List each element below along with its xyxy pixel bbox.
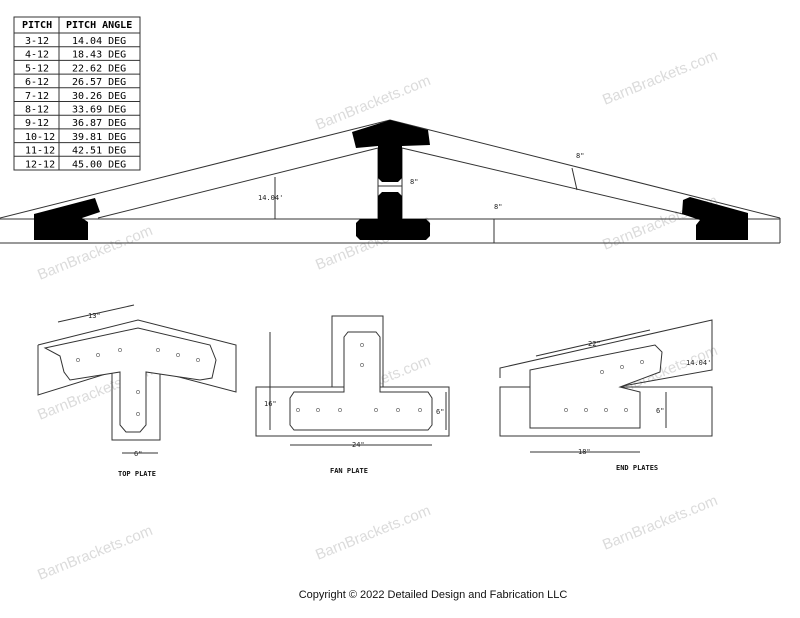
- pitch-cell: 3-12: [25, 36, 49, 47]
- bolt-hole: [374, 408, 378, 412]
- watermark: BarnBrackets.com: [600, 47, 720, 109]
- pitch-cell: 4-12: [25, 50, 49, 61]
- end-plate-bottom-dim: 18": [578, 448, 591, 456]
- bolt-hole: [118, 348, 122, 352]
- bolt-hole: [360, 343, 364, 347]
- pitch-cell: 11-12: [25, 146, 55, 157]
- top-plate-detail: 13" 6" TOP PLATE: [37, 304, 237, 478]
- pitch-angle-cell: 36.87 DEG: [72, 118, 126, 129]
- truss: 14.04' 8" 8" 8": [0, 119, 781, 244]
- chord-depth-dim: 8": [494, 203, 502, 211]
- bolt-hole: [136, 390, 140, 394]
- fan-plate-width-dim: 24": [352, 441, 365, 449]
- rafter-depth-dim: 8": [576, 152, 584, 160]
- watermark: BarnBrackets.com: [35, 522, 155, 584]
- pitch-angle-cell: 22.62 DEG: [72, 63, 126, 74]
- top-plate-width-dim: 13": [88, 312, 101, 320]
- top-plate-label: TOP PLATE: [118, 470, 156, 478]
- bolt-hole: [338, 408, 342, 412]
- pitch-cell: 10-12: [25, 132, 55, 143]
- pitch-angle-cell: 39.81 DEG: [72, 132, 126, 143]
- pitch-angle-cell: 14.04 DEG: [72, 36, 126, 47]
- bolt-hole: [624, 408, 628, 412]
- bolt-hole: [360, 363, 364, 367]
- fan-plate-black: [356, 192, 430, 240]
- copyright: Copyright © 2022 Detailed Design and Fab…: [298, 589, 568, 601]
- bolt-hole: [156, 348, 160, 352]
- right-end-plate-black: [682, 197, 748, 240]
- angle-dim: 14.04': [258, 194, 283, 202]
- bolt-hole: [176, 353, 180, 357]
- bolt-hole: [196, 358, 200, 362]
- bolt-hole: [96, 353, 100, 357]
- fan-plate-detail: 16" 6" 24" FAN PLATE: [255, 315, 450, 475]
- pitch-cell: 12-12: [25, 159, 55, 170]
- pitch-angle-cell: 30.26 DEG: [72, 91, 126, 102]
- left-end-plate-black: [34, 198, 100, 240]
- pitch-cell: 7-12: [25, 91, 49, 102]
- pitch-angle-cell: 45.00 DEG: [72, 159, 126, 170]
- bolt-hole: [620, 365, 624, 369]
- top-plate-stem-dim: 6": [134, 450, 142, 458]
- end-plate-angle-dim: 14.04': [686, 359, 711, 367]
- fan-plate-depth-dim: 6": [436, 408, 444, 416]
- fan-plate-label: FAN PLATE: [330, 467, 368, 475]
- end-plate-top-dim: 22": [588, 340, 601, 348]
- bolt-hole: [296, 408, 300, 412]
- end-plates-label: END PLATES: [616, 464, 658, 472]
- fan-plate-height-dim: 16": [264, 400, 277, 408]
- header-pitch-angle: PITCH ANGLE: [66, 20, 132, 31]
- bolt-hole: [640, 360, 644, 364]
- pitch-angle-cell: 18.43 DEG: [72, 50, 126, 61]
- bolt-hole: [604, 408, 608, 412]
- pitch-cell: 6-12: [25, 77, 49, 88]
- pitch-cell: 9-12: [25, 118, 49, 129]
- header-pitch: PITCH: [22, 20, 52, 31]
- end-plates-detail: 22" 14.04' 6" 18" END PLATES: [499, 319, 713, 472]
- bolt-hole: [600, 370, 604, 374]
- watermark: BarnBrackets.com: [313, 502, 433, 564]
- pitch-angle-cell: 33.69 DEG: [72, 105, 126, 116]
- watermark: BarnBrackets.com: [600, 492, 720, 554]
- bolt-hole: [584, 408, 588, 412]
- bolt-hole: [76, 358, 80, 362]
- pitch-cell: 8-12: [25, 105, 49, 116]
- pitch-angle-cell: 42.51 DEG: [72, 146, 126, 157]
- top-plate-black: [352, 120, 430, 182]
- bolt-hole: [136, 412, 140, 416]
- bolt-hole: [418, 408, 422, 412]
- pitch-table: PITCH PITCH ANGLE 3-12 14.04 DEG 4-12 18.43…: [13, 16, 141, 171]
- end-plate-depth-dim: 6": [656, 407, 664, 415]
- bolt-hole: [316, 408, 320, 412]
- gap-dim: 8": [410, 178, 418, 186]
- pitch-angle-cell: 26.57 DEG: [72, 77, 126, 88]
- bolt-hole: [564, 408, 568, 412]
- bolt-hole: [396, 408, 400, 412]
- pitch-cell: 5-12: [25, 63, 49, 74]
